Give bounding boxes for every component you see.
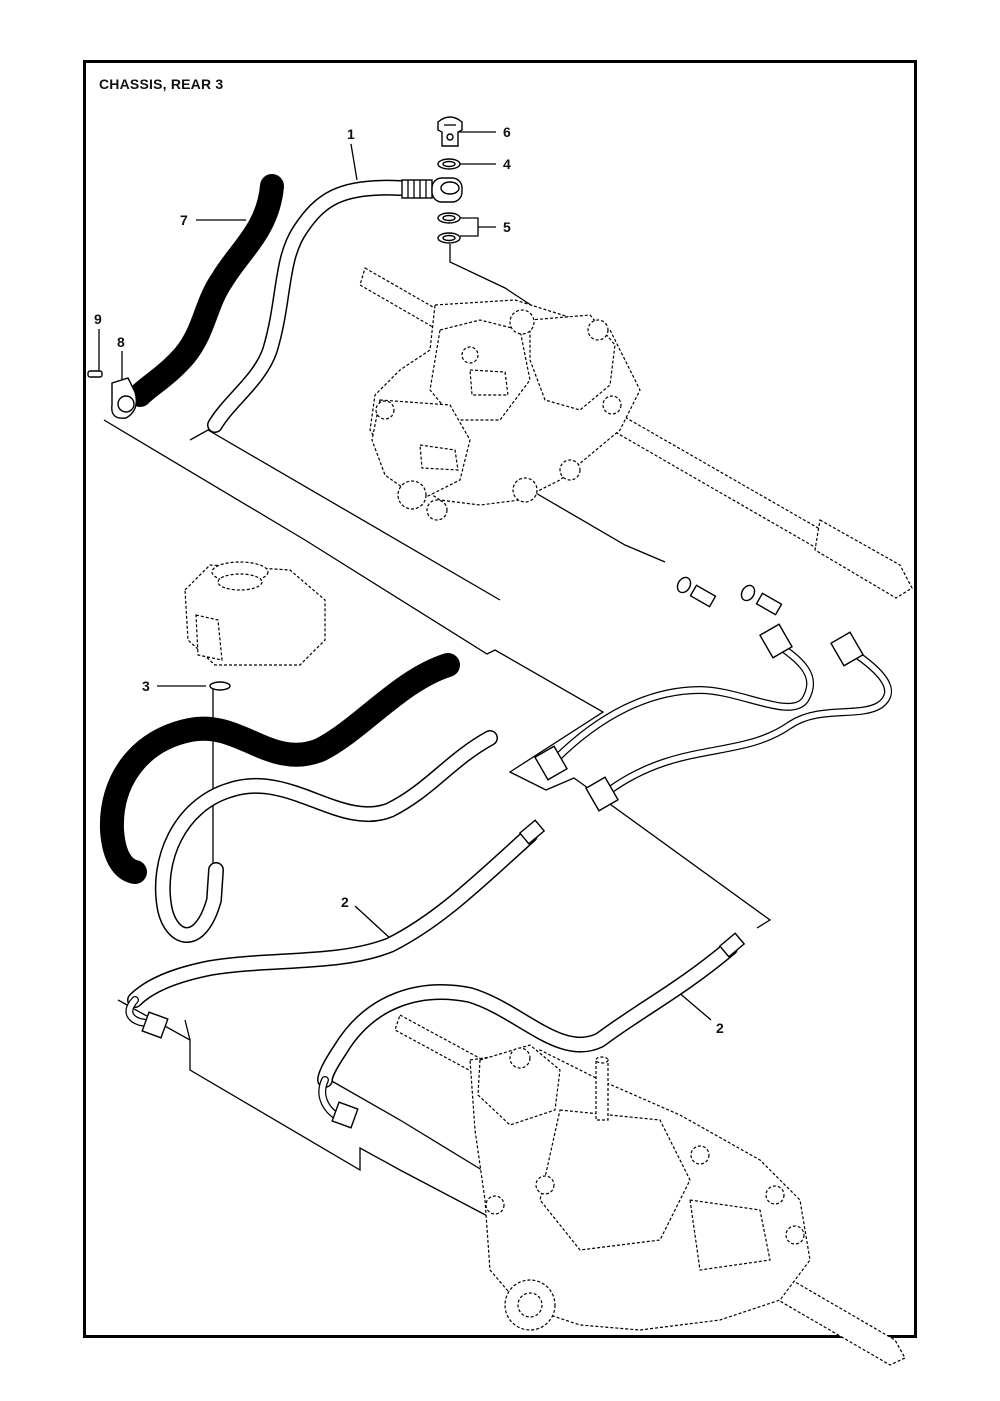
spiral-guard-upper (128, 174, 284, 407)
callout-1: 1 (347, 126, 355, 142)
return-hose (154, 730, 498, 943)
oil-tank (184, 561, 326, 666)
diagram-frame (83, 60, 917, 1338)
leader-lines (98, 131, 712, 1021)
callout-4: 4 (503, 156, 511, 172)
fitting-right (740, 584, 783, 616)
callout-6: 6 (503, 124, 511, 140)
transaxle-upper (359, 267, 913, 599)
callout-5: 5 (503, 219, 511, 235)
hydraulic-hose-2b (317, 932, 746, 1129)
hose-1 (207, 177, 463, 433)
callout-7: 7 (180, 212, 188, 228)
banjo-bolt (437, 116, 463, 147)
steel-tube-left (534, 623, 815, 781)
callout-2-lower: 2 (716, 1020, 724, 1036)
hose-clamp (111, 377, 138, 419)
clamp-screw (87, 370, 103, 378)
hydraulic-hose-2a (125, 819, 546, 1039)
steel-tube-right (585, 631, 892, 812)
page-title: CHASSIS, REAR 3 (99, 76, 224, 92)
sealing-washers (437, 158, 461, 244)
callout-9: 9 (94, 311, 102, 327)
fitting-left (676, 576, 717, 608)
hose-clip-3 (209, 681, 231, 691)
callout-3: 3 (142, 678, 150, 694)
spiral-guard-middle (99, 653, 460, 884)
transaxle-lower (394, 1014, 906, 1366)
callout-8: 8 (117, 334, 125, 350)
assembly-lines (103, 244, 772, 1221)
callout-2-upper: 2 (341, 894, 349, 910)
